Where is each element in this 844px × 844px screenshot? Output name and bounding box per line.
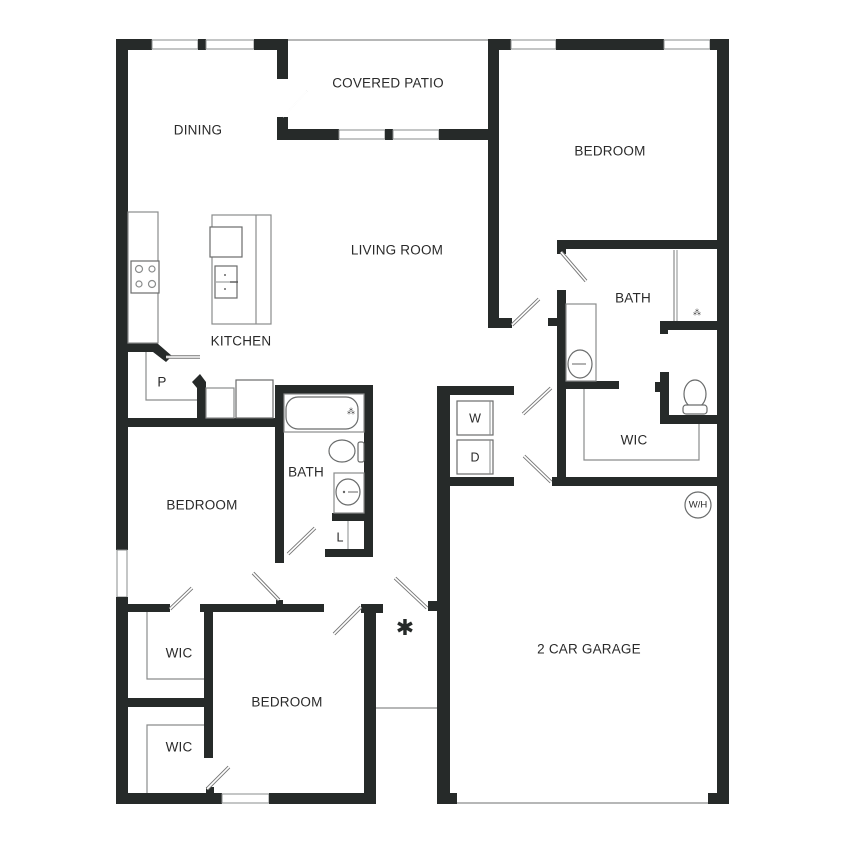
label-bedroom-3: BEDROOM xyxy=(251,695,322,710)
label-washer: W xyxy=(469,411,481,425)
master-bath-fixtures: ⁂ xyxy=(565,303,708,461)
bathtub-icon: ⁂ xyxy=(283,393,365,433)
toilet-icon xyxy=(328,439,365,463)
sink-icon xyxy=(567,349,593,379)
label-water-heater: W/H xyxy=(689,500,708,511)
doors xyxy=(166,90,588,791)
label-living-room: LIVING ROOM xyxy=(351,243,443,258)
label-linen: L xyxy=(337,530,344,544)
toilet-icon xyxy=(682,379,708,415)
label-master-bedroom: BEDROOM xyxy=(574,144,645,159)
label-kitchen: KITCHEN xyxy=(211,334,272,349)
kitchen-fixtures xyxy=(127,211,274,419)
kitchen-sink-icon xyxy=(214,265,238,299)
hall-bath-fixtures: ⁂ xyxy=(283,393,365,549)
label-wic-3: WIC xyxy=(166,740,193,755)
label-pantry: P xyxy=(157,375,166,390)
label-covered-patio: COVERED PATIO xyxy=(332,76,444,91)
stove-icon xyxy=(130,260,160,294)
label-dining: DINING xyxy=(174,123,222,138)
exterior-walls xyxy=(116,39,729,804)
label-hall-bath: BATH xyxy=(288,465,324,480)
label-dryer: D xyxy=(470,450,479,464)
label-garage: 2 CAR GARAGE xyxy=(537,642,641,657)
svg-text:⁂: ⁂ xyxy=(347,407,355,416)
label-bedroom-2: BEDROOM xyxy=(166,498,237,513)
label-master-bath: BATH xyxy=(615,291,651,306)
shower-head-icon: ⁂ xyxy=(693,308,701,317)
laundry-fixtures xyxy=(456,400,494,475)
closet-shelves xyxy=(146,612,204,793)
attic-access-icon: ✱ xyxy=(396,616,414,641)
water-heater-icon xyxy=(684,491,712,519)
sink-icon xyxy=(333,472,365,514)
interior-walls xyxy=(128,39,729,804)
label-wic-2: WIC xyxy=(166,646,193,661)
label-master-wic: WIC xyxy=(621,433,648,448)
room-labels: COVERED PATIO DINING LIVING ROOM KITCHEN… xyxy=(157,76,707,755)
